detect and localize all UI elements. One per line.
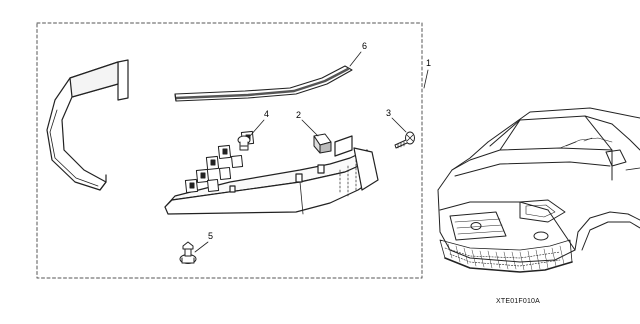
callout-1: 1	[426, 58, 431, 68]
front-spoiler-part	[164, 135, 379, 215]
rivet-part	[179, 241, 197, 264]
kit-boundary	[36, 22, 423, 279]
clip-part	[313, 133, 332, 154]
screw-part	[394, 131, 415, 149]
callout-4: 4	[264, 109, 269, 119]
vehicle-illustration	[437, 107, 640, 273]
callout-5: 5	[208, 231, 213, 241]
push-clip-part	[237, 135, 251, 151]
callout-6: 6	[362, 41, 367, 51]
molding-strip-part	[174, 65, 353, 102]
part-code-label: XTE01F010A	[496, 298, 541, 305]
callout-2: 2	[296, 110, 301, 120]
lower-grille-hatch	[447, 243, 565, 271]
side-bracket-part	[46, 59, 129, 191]
leader-lines	[194, 51, 429, 253]
callout-3: 3	[386, 108, 391, 118]
